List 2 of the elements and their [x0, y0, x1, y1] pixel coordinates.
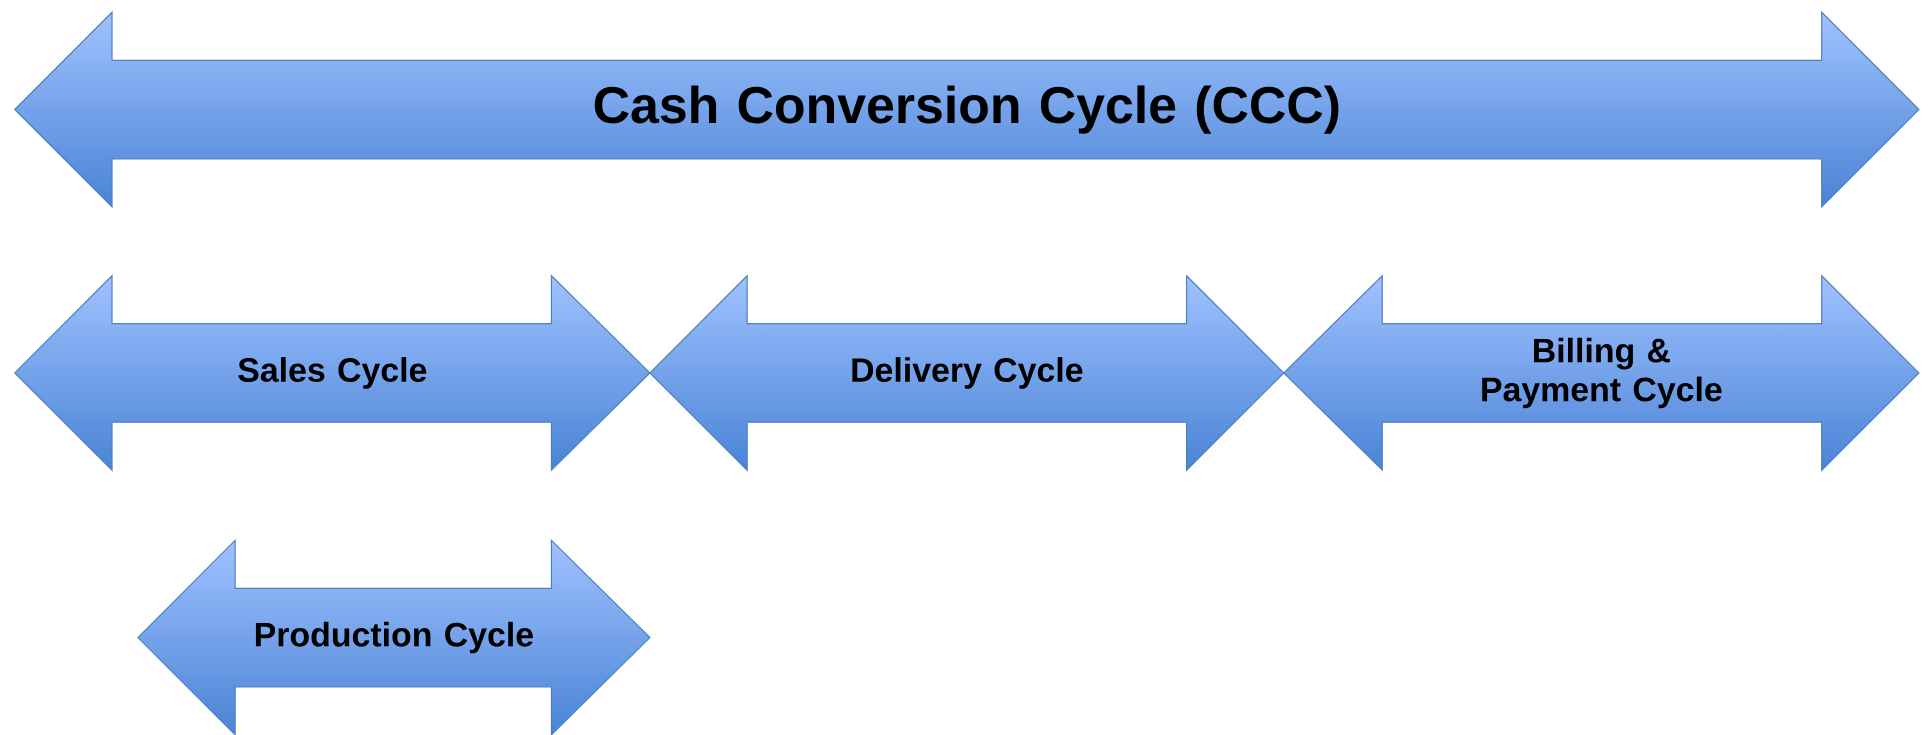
double-headed-banner: Production Cycle — [137, 538, 651, 735]
double-headed-banner: Delivery Cycle — [649, 274, 1285, 472]
